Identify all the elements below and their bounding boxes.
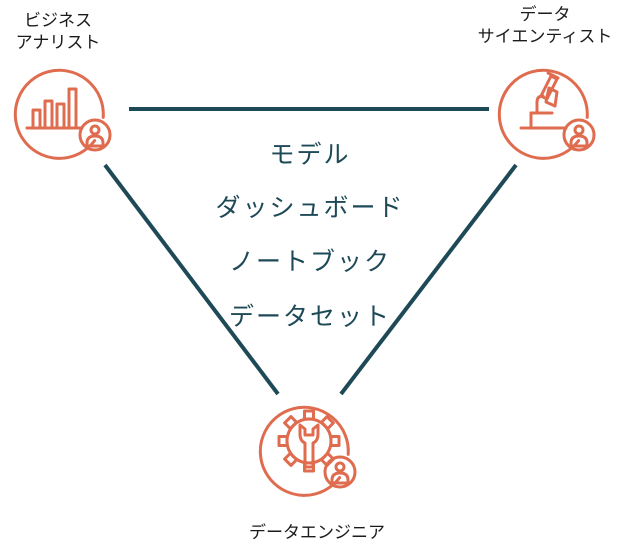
asset-item-dashboards: ダッシュボード [215, 193, 405, 222]
microscope-person-icon [497, 68, 596, 160]
asset-item-notebooks: ノートブック [228, 247, 391, 276]
data-scientist-label: データ サイエンティスト [456, 4, 634, 48]
business-analyst-label-line-2: アナリスト [15, 33, 101, 53]
asset-item-models: モデル [269, 140, 351, 169]
gear-wrench-person-icon [258, 405, 357, 497]
bar-chart-person-icon [13, 68, 112, 160]
connector-ds-de [339, 163, 518, 396]
asset-item-datasets: データセット [228, 302, 391, 331]
connector-ba-de [103, 163, 280, 396]
data-engineer-label-line-1: データエンジニア [249, 523, 385, 543]
data-scientist-label-line-2: サイエンティスト [477, 27, 613, 47]
data-scientist-label-line-1: データ [519, 5, 571, 25]
data-engineer-label: データエンジニア [217, 522, 417, 544]
business-analyst-label-line-1: ビジネス [24, 11, 92, 31]
business-analyst-label: ビジネス アナリスト [0, 10, 116, 54]
